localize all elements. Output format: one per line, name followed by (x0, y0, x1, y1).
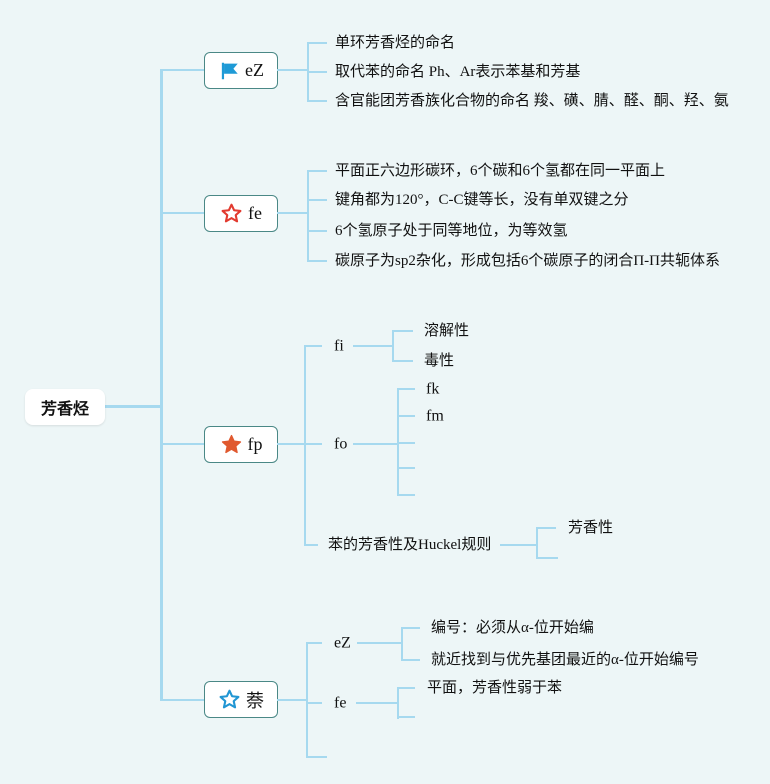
leaf-item[interactable]: 碳原子为sp2杂化，形成包括6个碳原子的闭合Π-Π共轭体系 (335, 253, 720, 269)
blue-flag-icon (221, 62, 238, 79)
blue-star-outline-icon (219, 689, 240, 709)
bracket-line (536, 527, 538, 559)
connector-line (307, 71, 327, 73)
leaf-item[interactable]: 平面正六边形碳环，6个碳和6个氢都在同一平面上 (335, 163, 666, 179)
root-node[interactable]: 芳香烃 (25, 389, 105, 425)
leaf-item[interactable]: 就近找到与优先基团最近的α-位开始编号 (431, 652, 699, 668)
connector-line (397, 687, 415, 689)
connector-line (307, 42, 327, 44)
subnode-fi[interactable]: fi (334, 337, 344, 355)
connector-line (397, 467, 415, 469)
connector-line (307, 230, 327, 232)
connector-line (304, 544, 318, 546)
leaf-item[interactable]: 键角都为120°，C-C键等长，没有单双键之分 (335, 192, 629, 208)
connector-line (161, 212, 204, 214)
connector-line (401, 627, 420, 629)
bracket-line (401, 627, 403, 661)
connector-line (500, 544, 537, 546)
connector-line (304, 443, 322, 445)
connector-line (277, 69, 308, 71)
subnode-ez[interactable]: eZ (334, 634, 351, 652)
branch-node-structure[interactable]: fe (204, 195, 278, 232)
connector-line (356, 702, 398, 704)
connector-line (161, 699, 204, 701)
connector-line (536, 527, 556, 529)
connector-line (307, 199, 327, 201)
leaf-item[interactable]: 毒性 (424, 353, 455, 369)
branch-node-naphthalene[interactable]: 萘 (204, 681, 278, 718)
connector-line (306, 702, 322, 704)
branch-node-properties[interactable]: fp (204, 426, 278, 463)
connector-line (397, 494, 415, 496)
connector-line (397, 415, 415, 417)
connector-line (353, 345, 393, 347)
leaf-item[interactable]: 6个氢原子处于同等地位，为等效氢 (335, 223, 568, 239)
bracket-line (392, 330, 394, 362)
subnode-fe[interactable]: fe (334, 694, 347, 712)
leaf-item[interactable]: 含官能团芳香族化合物的命名 羧、磺、腈、醛、酮、羟、氨 (335, 93, 729, 109)
bracket-line (397, 687, 399, 719)
leaf-item[interactable]: 单环芳香烃的命名 (335, 35, 456, 51)
connector-line (392, 330, 413, 332)
subnode-huckel[interactable]: 苯的芳香性及Huckel规则 (328, 537, 492, 553)
orange-star-filled-icon (221, 434, 241, 454)
spine-line (160, 69, 163, 701)
connector-line (304, 345, 322, 347)
connector-line (105, 405, 162, 408)
leaf-item[interactable]: 溶解性 (424, 323, 470, 339)
connector-line (306, 642, 322, 644)
connector-line (277, 443, 305, 445)
connector-line (306, 756, 327, 758)
connector-line (307, 170, 327, 172)
leaf-item[interactable]: 编号：必须从α-位开始编 (431, 620, 594, 636)
branch-label: fp (247, 434, 263, 454)
leaf-item[interactable]: fm (426, 407, 444, 425)
leaf-item[interactable]: 芳香性 (568, 520, 614, 536)
connector-line (307, 260, 327, 262)
leaf-item[interactable]: 平面，芳香性弱于苯 (427, 680, 563, 696)
subnode-fo[interactable]: fo (334, 435, 348, 453)
connector-line (401, 659, 420, 661)
connector-line (277, 212, 308, 214)
connector-line (536, 557, 558, 559)
leaf-item[interactable]: fk (426, 380, 440, 398)
branch-node-naming[interactable]: eZ (204, 52, 278, 89)
connector-line (357, 642, 402, 644)
leaf-item[interactable]: 取代苯的命名 Ph、Ar表示苯基和芳基 (335, 64, 581, 80)
branch-label: eZ (245, 60, 264, 80)
branch-label: 萘 (246, 690, 264, 711)
connector-line (392, 360, 413, 362)
root-label: 芳香烃 (40, 401, 89, 418)
connector-line (161, 443, 204, 445)
connector-line (397, 442, 415, 444)
branch-label: fe (248, 203, 262, 223)
red-star-outline-icon (221, 203, 242, 223)
bracket-line (306, 642, 308, 758)
connector-line (307, 100, 327, 102)
bracket-line (307, 170, 309, 262)
connector-line (161, 69, 204, 71)
connector-line (353, 443, 398, 445)
bracket-line (304, 345, 306, 546)
connector-line (277, 699, 307, 701)
connector-line (397, 388, 415, 390)
connector-line (397, 716, 415, 718)
